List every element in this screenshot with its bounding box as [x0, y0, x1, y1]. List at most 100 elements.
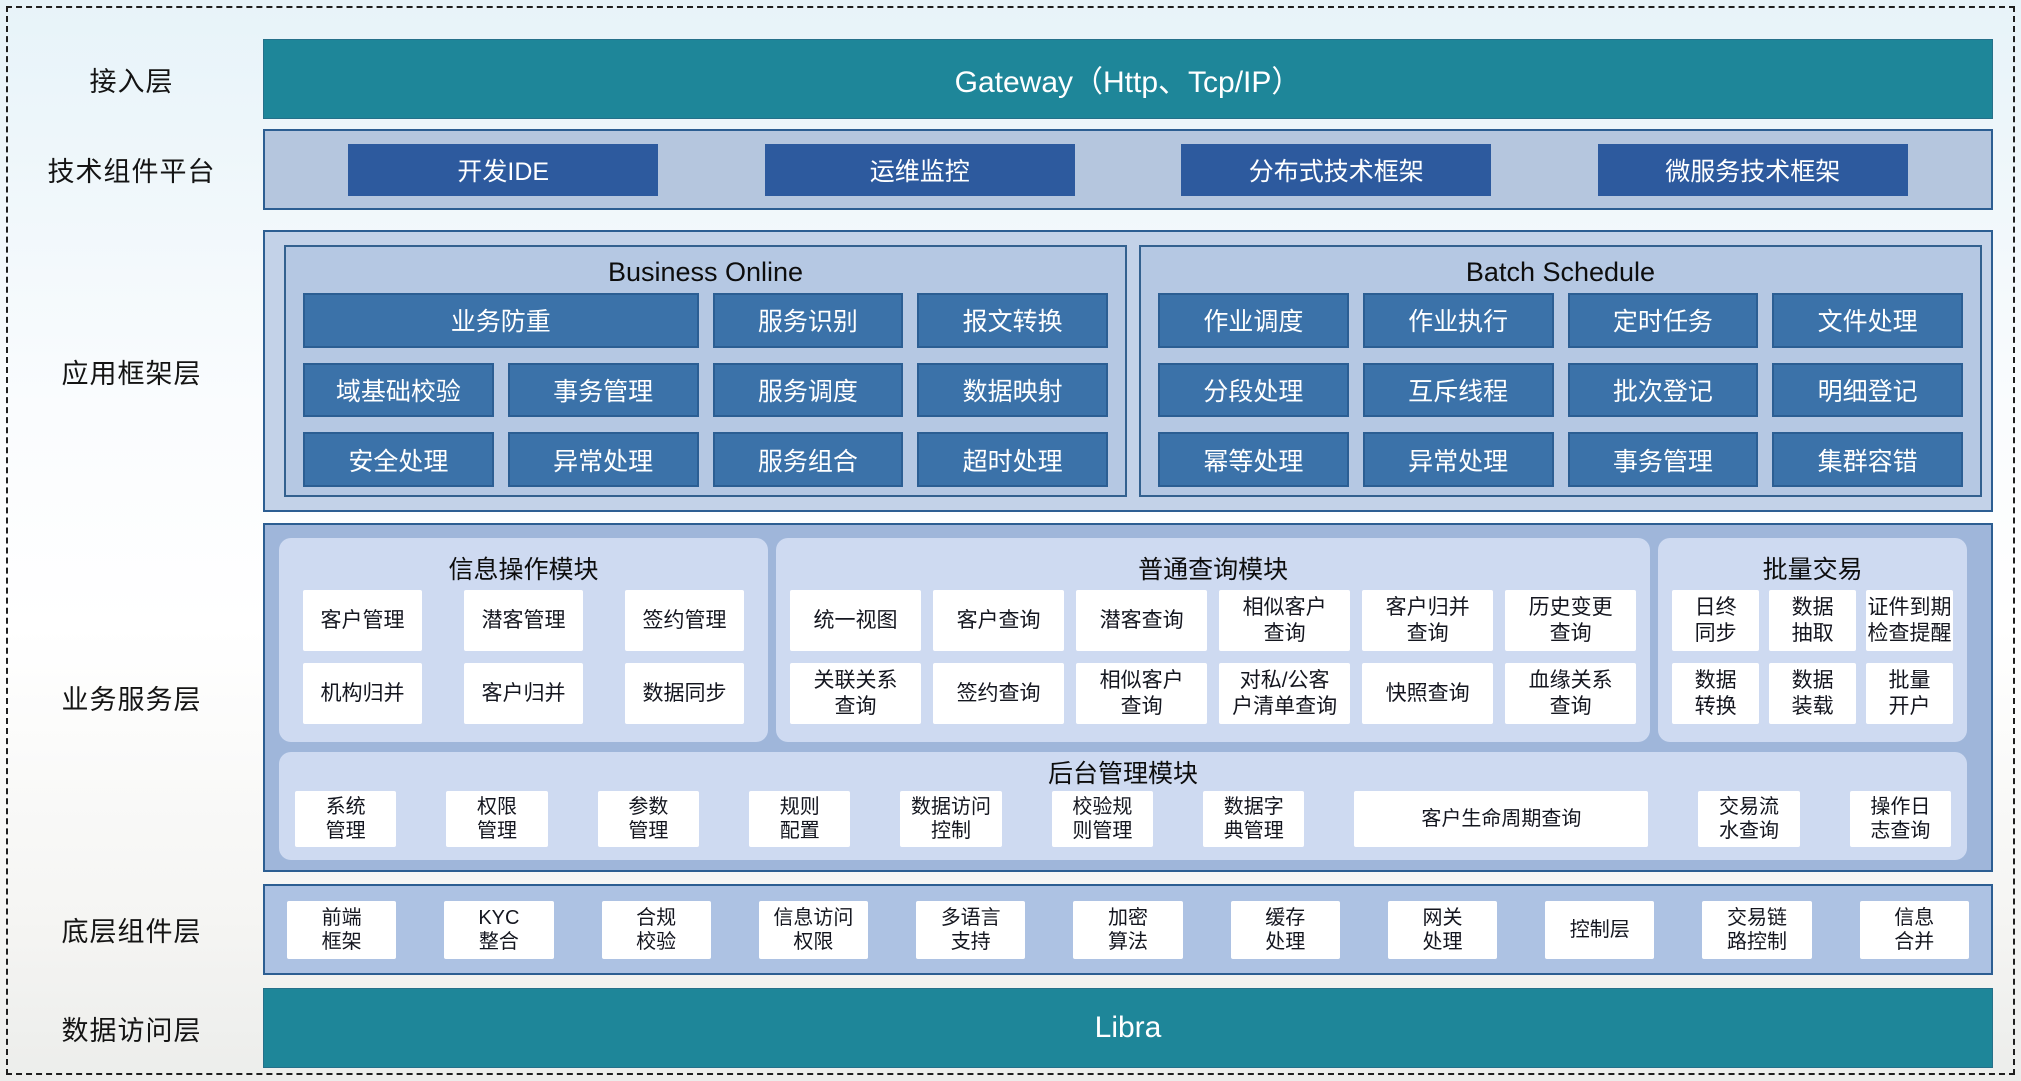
service-module: 普通查询模块统一视图客户查询潜客查询相似客户 查询 客户归并 查询历史变更 查询关… [776, 538, 1651, 742]
module-box: 客户管理 [303, 590, 422, 651]
panel-title: Business Online [607, 256, 804, 287]
framework-panel: Batch Schedule 作业调度作业执行定时任务文件处理分段处理互斥线程批次… [1139, 245, 1982, 497]
module-box: 客户归并 查询 [1362, 590, 1494, 651]
framework-button: 服务识别 [712, 293, 904, 348]
module-box: 统一视图 [790, 590, 922, 651]
admin-box: 数据字 典管理 [1203, 791, 1305, 847]
framework-button: 服务组合 [712, 432, 904, 487]
module-box: 批量 开户 [1866, 663, 1953, 724]
framework-button: 服务调度 [712, 362, 904, 418]
layer-label-access: 接入层 [89, 66, 174, 97]
admin-box: 数据访问 控制 [900, 791, 1002, 847]
framework-button: 分段处理 [1158, 362, 1349, 418]
framework-button: 事务管理 [1567, 432, 1759, 487]
framework-button: 业务防重 [303, 293, 699, 348]
framework-button: 互斥线程 [1362, 362, 1554, 418]
module-title: 普通查询模块 [1138, 556, 1289, 584]
diagram-layout: 接入层 Gateway（Http、Tcp/IP） 技术组件平台 开发IDE 运维监… [0, 39, 2021, 1068]
row-data-access: 数据访问层 Libra [0, 988, 2021, 1068]
base-component-box: 加密 算法 [1073, 900, 1183, 959]
layer-label-base-components: 底层组件层 [61, 917, 202, 947]
admin-box: 参数 管理 [597, 791, 700, 847]
module-grid: 日终 同步数据 抽取证件到期 检查提醒数据 转换数据 装载批量 开户 [1672, 590, 1953, 724]
admin-box: 操作日 志查询 [1849, 791, 1951, 847]
layer-label-tech-platform: 技术组件平台 [47, 157, 216, 187]
framework-button: 集群容错 [1772, 432, 1963, 487]
framework-button: 作业调度 [1158, 293, 1349, 348]
base-component-box: 合规 校验 [601, 900, 711, 959]
tech-button: 开发IDE [348, 143, 659, 196]
module-box: 证件到期 检查提醒 [1866, 590, 1953, 651]
admin-box: 权限 管理 [446, 791, 548, 847]
admin-module-items: 系统 管理权限 管理参数 管理规则 配置数据访问 控制校验规 则管理数据字 典管… [295, 790, 1951, 848]
base-component-box: 控制层 [1545, 900, 1655, 959]
admin-module-panel: 后台管理模块 系统 管理权限 管理参数 管理规则 配置数据访问 控制校验规 则管… [279, 752, 1967, 860]
module-box: 相似客户 查询 [1076, 663, 1208, 724]
framework-button: 明细登记 [1772, 362, 1963, 418]
panel-grid: 业务防重服务识别报文转换域基础校验事务管理服务调度数据映射安全处理异常处理服务组… [303, 293, 1108, 487]
base-component-box: 多语言 支持 [916, 900, 1026, 959]
framework-button: 文件处理 [1772, 293, 1963, 348]
module-box: 数据 装载 [1769, 663, 1857, 724]
layer-label-business-service: 业务服务层 [61, 685, 202, 715]
module-title: 信息操作模块 [448, 556, 599, 584]
module-box: 关联关系 查询 [790, 663, 922, 724]
module-box: 客户归并 [464, 663, 584, 724]
tech-button: 微服务技术框架 [1597, 143, 1908, 196]
panel-grid: 作业调度作业执行定时任务文件处理分段处理互斥线程批次登记明细登记幂等处理异常处理… [1158, 293, 1963, 487]
row-business-service: 业务服务层 信息操作模块客户管理潜客管理签约管理机构归并客户归并数据同步普通查询… [0, 523, 2021, 872]
base-component-box: KYC 整合 [444, 900, 554, 959]
layer-label-app-framework: 应用框架层 [61, 358, 202, 389]
base-component-box: 缓存 处理 [1230, 900, 1340, 959]
panel-title: Batch Schedule [1465, 256, 1656, 287]
module-box: 日终 同步 [1672, 590, 1760, 651]
module-box: 数据 抽取 [1769, 590, 1857, 651]
business-service-modules: 信息操作模块客户管理潜客管理签约管理机构归并客户归并数据同步普通查询模块统一视图… [279, 538, 1967, 742]
framework-button: 作业执行 [1362, 293, 1554, 348]
framework-button: 超时处理 [917, 432, 1108, 487]
module-box: 签约管理 [625, 590, 745, 651]
business-service-container: 信息操作模块客户管理潜客管理签约管理机构归并客户归并数据同步普通查询模块统一视图… [263, 523, 1993, 872]
gateway-bar: Gateway（Http、Tcp/IP） [263, 39, 1993, 119]
framework-button: 域基础校验 [303, 362, 494, 418]
row-access-layer: 接入层 Gateway（Http、Tcp/IP） [0, 39, 2021, 119]
module-box: 潜客查询 [1076, 590, 1208, 651]
admin-box: 校验规 则管理 [1051, 791, 1154, 847]
admin-box: 系统 管理 [295, 791, 397, 847]
admin-module-title: 后台管理模块 [1047, 760, 1198, 788]
base-component-box: 信息 合并 [1859, 900, 1969, 959]
module-box: 机构归并 [303, 663, 422, 724]
base-component-box: 交易链 路控制 [1702, 900, 1812, 959]
libra-bar: Libra [263, 988, 1993, 1068]
module-box: 签约查询 [933, 663, 1065, 724]
module-box: 对私/公客 户清单查询 [1219, 663, 1351, 724]
framework-button: 异常处理 [507, 432, 699, 487]
module-grid: 统一视图客户查询潜客查询相似客户 查询 客户归并 查询历史变更 查询关联关系 查询… [790, 590, 1637, 724]
framework-button: 定时任务 [1567, 293, 1759, 348]
module-box: 快照查询 [1362, 663, 1494, 724]
framework-button: 数据映射 [917, 362, 1108, 418]
module-grid: 客户管理潜客管理签约管理机构归并客户归并数据同步 [293, 590, 754, 724]
framework-button: 幂等处理 [1158, 432, 1349, 487]
module-box: 血缘关系 查询 [1505, 663, 1637, 724]
framework-button: 异常处理 [1362, 432, 1554, 487]
service-module: 批量交易日终 同步数据 抽取证件到期 检查提醒数据 转换数据 装载批量 开户 [1658, 538, 1967, 742]
base-component-box: 信息访问 权限 [758, 900, 869, 959]
service-module: 信息操作模块客户管理潜客管理签约管理机构归并客户归并数据同步 [279, 538, 769, 742]
framework-button: 安全处理 [303, 432, 494, 487]
framework-button: 批次登记 [1567, 362, 1759, 418]
module-title: 批量交易 [1762, 556, 1863, 584]
tech-button: 运维监控 [764, 143, 1075, 196]
module-box: 数据 转换 [1672, 663, 1760, 724]
module-box: 客户查询 [933, 590, 1065, 651]
module-box: 历史变更 查询 [1505, 590, 1637, 651]
admin-box: 交易流 水查询 [1698, 791, 1800, 847]
